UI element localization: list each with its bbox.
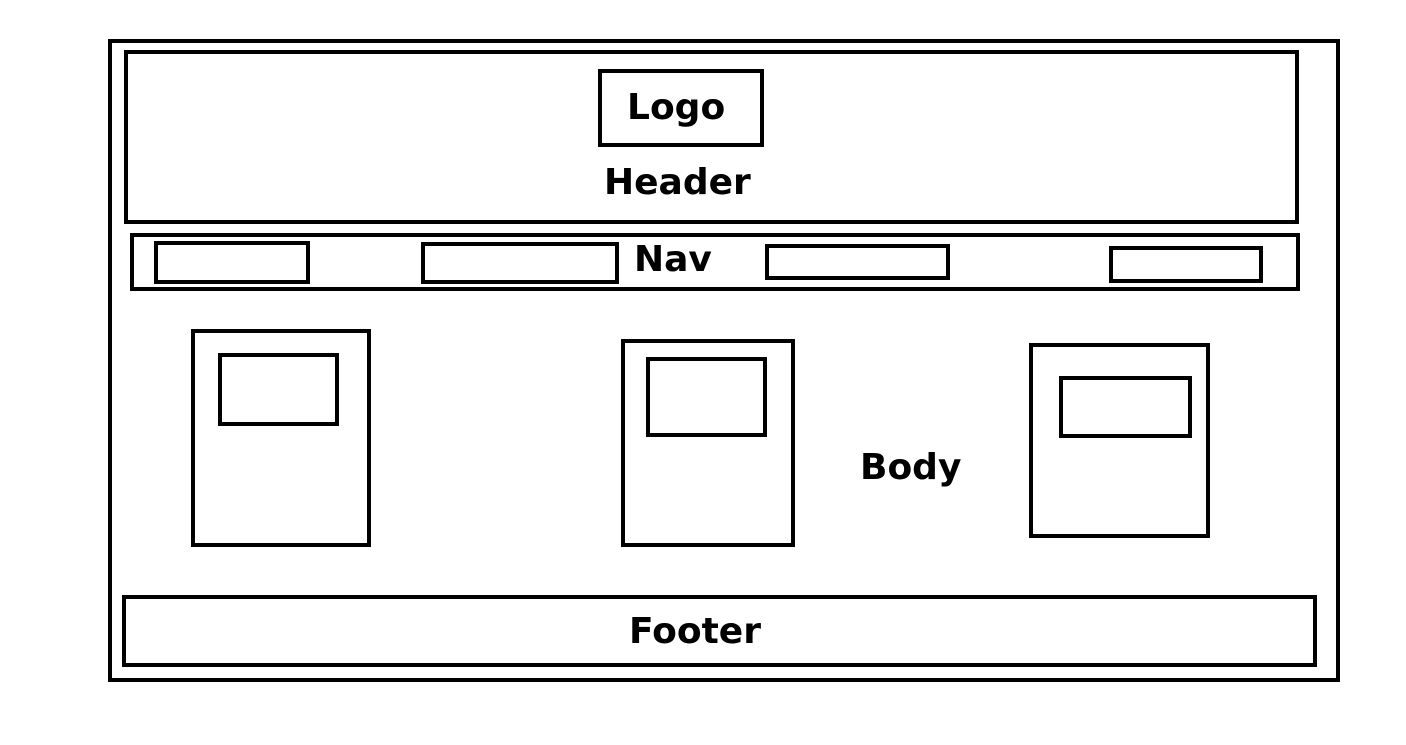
body-card-3[interactable] — [1029, 343, 1210, 538]
footer-block — [122, 595, 1317, 667]
header-block — [124, 50, 1299, 224]
body-label: Body — [860, 447, 962, 488]
nav-label: Nav — [634, 239, 712, 280]
body-card-1[interactable] — [191, 329, 371, 547]
footer-label: Footer — [629, 611, 761, 652]
nav-item-1[interactable] — [154, 241, 310, 284]
header-label: Header — [604, 162, 751, 203]
body-card-2-image — [646, 357, 767, 437]
nav-item-3[interactable] — [765, 244, 950, 280]
logo-box[interactable] — [598, 69, 764, 147]
page-frame — [108, 39, 1340, 682]
nav-bar — [130, 233, 1300, 291]
logo-label: Logo — [627, 87, 726, 128]
body-card-1-image — [218, 353, 339, 426]
body-card-3-image — [1059, 376, 1192, 438]
nav-item-2[interactable] — [421, 242, 619, 284]
body-card-2[interactable] — [621, 339, 795, 547]
nav-item-4[interactable] — [1109, 246, 1263, 283]
